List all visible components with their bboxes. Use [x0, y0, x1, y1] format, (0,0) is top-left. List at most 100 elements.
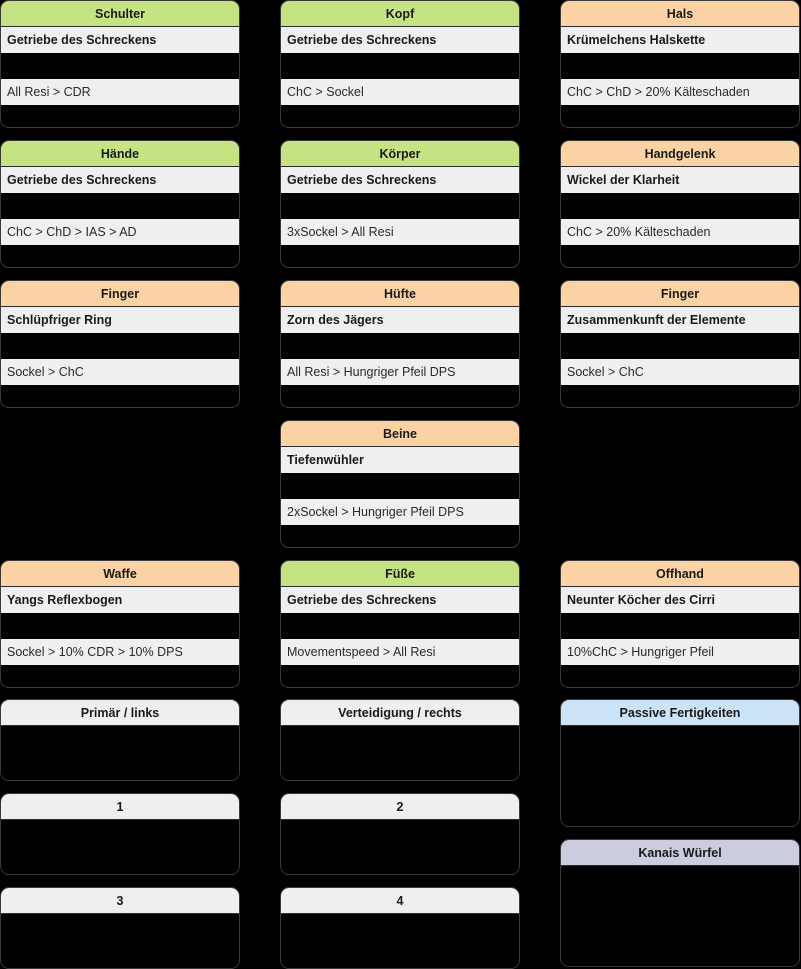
gear-slot-label: Kopf: [281, 1, 519, 27]
gear-card-spacer: [561, 193, 799, 219]
gear-card-footer: [281, 665, 519, 687]
gear-card-footer: [561, 665, 799, 687]
skill-slot-label: Primär / links: [1, 700, 239, 726]
gear-item-stats[interactable]: Movementspeed > All Resi: [281, 639, 519, 665]
gear-card-spacer: [1, 193, 239, 219]
skill-slot-label: 1: [1, 794, 239, 820]
gear-item-stats[interactable]: Sockel > ChC: [1, 359, 239, 385]
gear-item-name[interactable]: Wickel der Klarheit: [561, 167, 799, 193]
gear-item-stats[interactable]: ChC > Sockel: [281, 79, 519, 105]
gear-card-spacer: [281, 473, 519, 499]
skill-slot-3[interactable]: 3: [0, 887, 240, 969]
panel-body[interactable]: [561, 726, 799, 826]
gear-item-stats[interactable]: 10%ChC > Hungriger Pfeil: [561, 639, 799, 665]
skill-slot-body[interactable]: [281, 726, 519, 780]
skill-slot-label: 2: [281, 794, 519, 820]
gear-card-footer: [1, 665, 239, 687]
skill-slot-label: 4: [281, 888, 519, 914]
gear-item-stats[interactable]: Sockel > 10% CDR > 10% DPS: [1, 639, 239, 665]
gear-card-footer: [1, 245, 239, 267]
gear-item-name[interactable]: Zorn des Jägers: [281, 307, 519, 333]
skill-slot-label: Verteidigung / rechts: [281, 700, 519, 726]
gear-card-spacer: [281, 193, 519, 219]
gear-card-footer: [281, 245, 519, 267]
gear-item-name[interactable]: Getriebe des Schreckens: [1, 27, 239, 53]
panel-passive-fertigkeiten[interactable]: Passive Fertigkeiten: [560, 699, 800, 827]
gear-card-spacer: [561, 53, 799, 79]
gear-item-name[interactable]: Schlüpfriger Ring: [1, 307, 239, 333]
skill-slot-1[interactable]: 1: [0, 793, 240, 875]
gear-item-name[interactable]: Yangs Reflexbogen: [1, 587, 239, 613]
gear-slot-label: Hände: [1, 141, 239, 167]
skill-slot-body[interactable]: [1, 914, 239, 968]
gear-item-stats[interactable]: ChC > ChD > IAS > AD: [1, 219, 239, 245]
skill-slot-body[interactable]: [1, 820, 239, 874]
gear-item-stats[interactable]: ChC > ChD > 20% Kälteschaden: [561, 79, 799, 105]
panel-title: Kanais Würfel: [561, 840, 799, 866]
gear-item-name[interactable]: Tiefenwühler: [281, 447, 519, 473]
gear-item-name[interactable]: Krümelchens Halskette: [561, 27, 799, 53]
gear-slot-label: Hals: [561, 1, 799, 27]
gear-card-spacer: [561, 613, 799, 639]
panel-kanais-wuerfel[interactable]: Kanais Würfel: [560, 839, 800, 967]
gear-card-footer: [561, 105, 799, 127]
gear-item-stats[interactable]: ChC > 20% Kälteschaden: [561, 219, 799, 245]
gear-slot-label: Handgelenk: [561, 141, 799, 167]
gear-slot-label: Waffe: [1, 561, 239, 587]
gear-card-footer: [561, 245, 799, 267]
gear-card-footer: [281, 525, 519, 547]
gear-item-stats[interactable]: All Resi > Hungriger Pfeil DPS: [281, 359, 519, 385]
gear-slot-label: Hüfte: [281, 281, 519, 307]
gear-card-spacer: [281, 333, 519, 359]
skill-slot-4[interactable]: 4: [280, 887, 520, 969]
gear-card-spacer: [1, 333, 239, 359]
gear-item-name[interactable]: Zusammenkunft der Elemente: [561, 307, 799, 333]
gear-item-stats[interactable]: All Resi > CDR: [1, 79, 239, 105]
gear-card-spacer: [281, 53, 519, 79]
gear-item-name[interactable]: Neunter Köcher des Cirri: [561, 587, 799, 613]
gear-item-stats[interactable]: 2xSockel > Hungriger Pfeil DPS: [281, 499, 519, 525]
gear-slot-label: Füße: [281, 561, 519, 587]
gear-card-footer: [281, 385, 519, 407]
gear-slot-label: Finger: [561, 281, 799, 307]
gear-slot-label: Offhand: [561, 561, 799, 587]
gear-card-spacer: [1, 53, 239, 79]
gear-slot-label: Schulter: [1, 1, 239, 27]
skill-slot-body[interactable]: [281, 820, 519, 874]
gear-item-name[interactable]: Getriebe des Schreckens: [281, 587, 519, 613]
gear-slot-label: Körper: [281, 141, 519, 167]
gear-card-footer: [561, 385, 799, 407]
gear-card-footer: [1, 105, 239, 127]
gear-card-spacer: [1, 613, 239, 639]
skill-slot-verteidigung-rechts[interactable]: Verteidigung / rechts: [280, 699, 520, 781]
panel-body[interactable]: [561, 866, 799, 966]
gear-item-stats[interactable]: 3xSockel > All Resi: [281, 219, 519, 245]
skill-slot-2[interactable]: 2: [280, 793, 520, 875]
gear-item-stats[interactable]: Sockel > ChC: [561, 359, 799, 385]
gear-item-name[interactable]: Getriebe des Schreckens: [1, 167, 239, 193]
skill-slot-primaer-links[interactable]: Primär / links: [0, 699, 240, 781]
gear-card-spacer: [281, 613, 519, 639]
skill-slot-body[interactable]: [1, 726, 239, 780]
gear-item-name[interactable]: Getriebe des Schreckens: [281, 167, 519, 193]
gear-item-name[interactable]: Getriebe des Schreckens: [281, 27, 519, 53]
gear-slot-label: Finger: [1, 281, 239, 307]
gear-card-footer: [281, 105, 519, 127]
skill-slot-body[interactable]: [281, 914, 519, 968]
skill-slot-label: 3: [1, 888, 239, 914]
gear-card-footer: [1, 385, 239, 407]
